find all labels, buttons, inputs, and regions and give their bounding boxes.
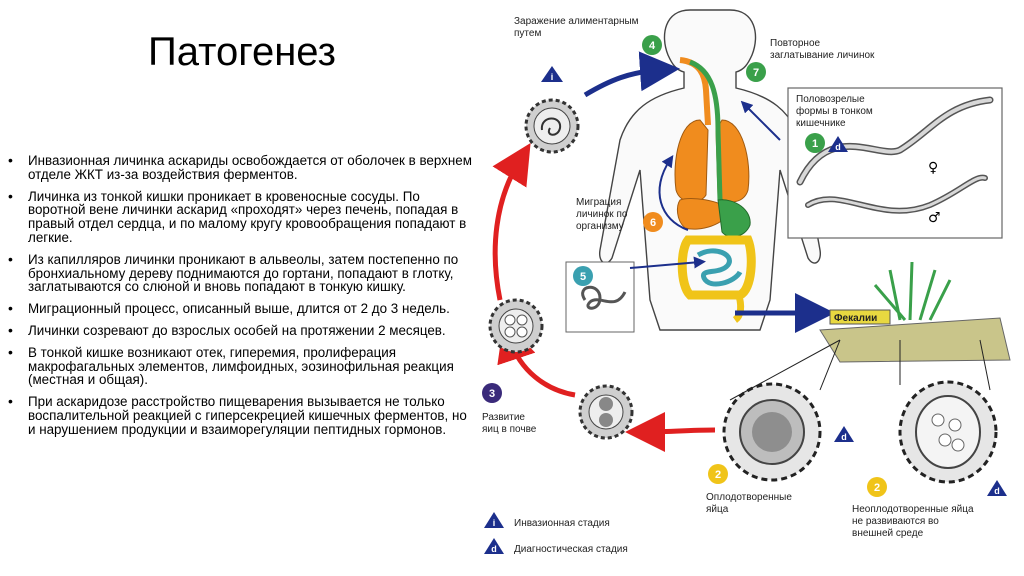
infection-label-line1: Заражение алиментарным — [514, 16, 639, 27]
diagnostic-marker-letter: d — [994, 486, 1000, 496]
migration-label-line2: личинок по — [576, 209, 628, 220]
unfertilized-label-line3: внешней среде — [852, 528, 924, 539]
stage-number: 7 — [753, 67, 759, 79]
diagnostic-marker-letter: d — [841, 432, 847, 442]
legend-invasive-symbol: i — [493, 518, 496, 528]
stage-badges: 4 7 1 6 5 3 2 2 — [482, 35, 887, 497]
unfertilized-label-line2: не развиваются во — [852, 516, 939, 527]
migration-label-line1: Миграция — [576, 197, 621, 208]
legend-diagnostic-symbol: d — [491, 544, 497, 554]
larva-drawing — [581, 285, 627, 310]
stage-number: 2 — [874, 482, 880, 494]
zoom-lines — [729, 339, 991, 401]
diagnostic-marker-letter: d — [835, 142, 841, 152]
lungs — [674, 119, 750, 203]
bullet-item: Инвазионная личинка аскариды освобождает… — [6, 154, 474, 182]
bullet-item: Личинка из тонкой кишки проникает в кров… — [6, 189, 474, 245]
soil-label-line2: яиц в почве — [482, 424, 537, 435]
bullet-list: Инвазионная личинка аскариды освобождает… — [6, 154, 474, 445]
bullet-item: Личинки созревают до взрослых особей на … — [6, 324, 474, 338]
egg-two-cell — [578, 384, 634, 440]
trachea-esophagus — [679, 57, 723, 201]
male-symbol: ♂ — [928, 210, 941, 226]
swallow-label-line1: Повторное — [770, 38, 821, 49]
female-symbol: ♀ — [928, 160, 938, 176]
adults-label-line1: Половозрелые — [796, 94, 865, 105]
fertilized-label-line1: Оплодотворенные — [706, 492, 792, 503]
egg-embryonated — [524, 98, 580, 154]
stage-number: 3 — [489, 388, 495, 400]
liver-stomach — [676, 197, 751, 238]
soil-with-feces — [819, 261, 1011, 363]
egg-multicell — [488, 298, 544, 354]
stage-number: 6 — [650, 217, 656, 229]
feces-label: Фекалии — [834, 313, 877, 324]
blue-arrows — [583, 51, 835, 333]
page-title: Патогенез — [148, 30, 336, 74]
legend: i Инвазионная стадия d Диагностическая с… — [484, 512, 628, 555]
adults-label-line3: кишечнике — [796, 118, 846, 129]
stage-number: 2 — [715, 469, 721, 481]
bullet-item: При аскаридозе расстройство пищеварения … — [6, 395, 474, 437]
intestines — [677, 235, 756, 323]
ascaris-life-cycle-diagram: ♀ ♂ Половозрелые формы в тонком кишечник… — [482, 9, 1011, 555]
swallow-label-line2: заглатывание личинок — [770, 50, 875, 61]
bullet-item: Из капилляров личинки проникают в альвео… — [6, 252, 474, 294]
unfertilized-label-line1: Неоплодотворенные яйца — [852, 504, 974, 515]
invasive-marker-letter: i — [551, 72, 554, 82]
soil-label-line1: Развитие — [482, 412, 525, 423]
legend-invasive-label: Инвазионная стадия — [514, 518, 610, 529]
legend-diagnostic-label: Диагностическая стадия — [514, 544, 628, 555]
bullet-item: В тонкой кишке возникают отек, гиперемия… — [6, 345, 474, 387]
infection-label-line2: путем — [514, 28, 541, 39]
migration-label-line3: организму — [576, 221, 624, 232]
stage-number: 5 — [580, 271, 586, 283]
stage-number: 4 — [649, 40, 656, 52]
fertilized-label-line2: яйца — [706, 504, 729, 515]
fertilized-egg-large — [722, 382, 822, 482]
unfertilized-egg-large — [898, 380, 998, 484]
bullet-item: Миграционный процесс, описанный выше, дл… — [6, 302, 474, 316]
stage-number: 1 — [812, 138, 818, 150]
stage-markers: i d d d — [541, 66, 1007, 496]
adults-label-line2: формы в тонком — [796, 105, 873, 117]
